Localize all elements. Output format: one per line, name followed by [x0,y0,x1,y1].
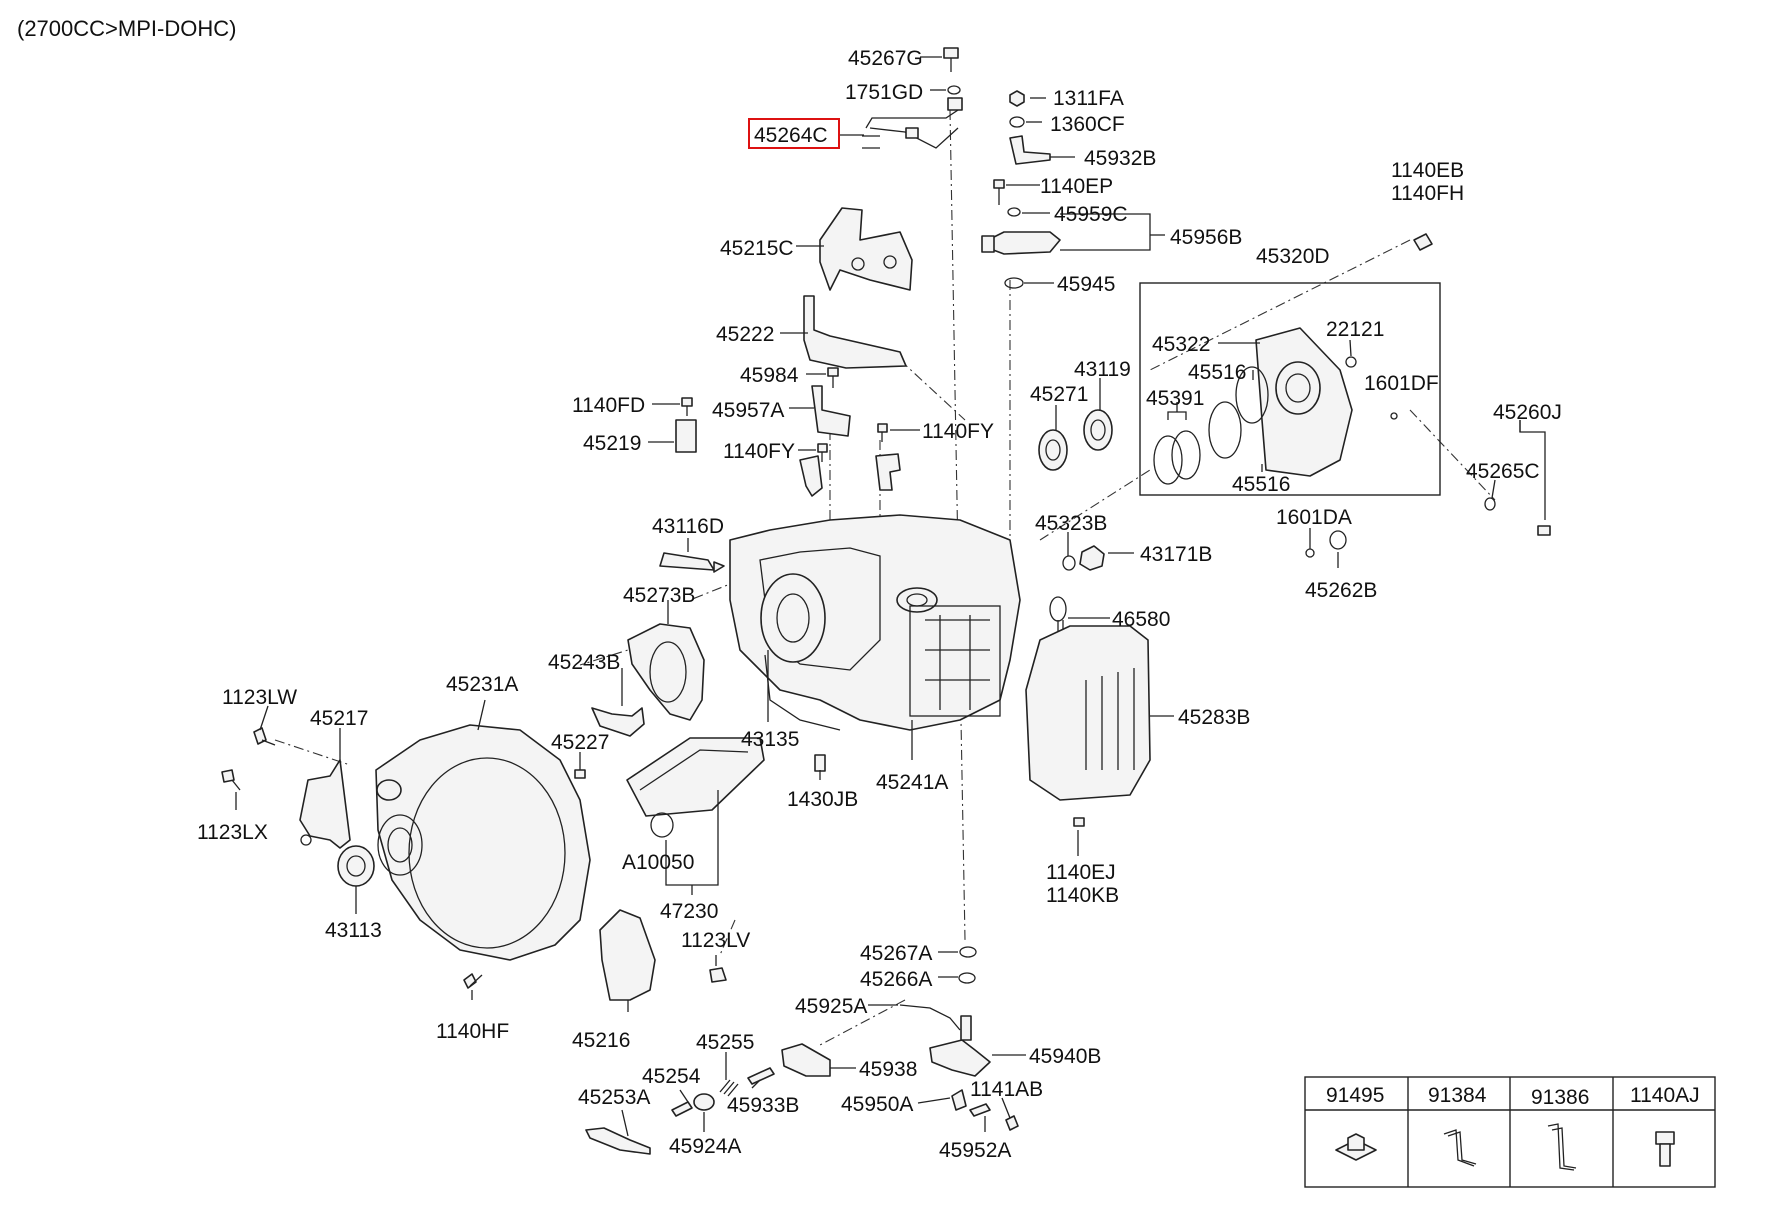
part-label[interactable]: 43113 [325,919,382,942]
part-label[interactable]: 45320D [1256,245,1330,268]
part-label[interactable]: 45219 [583,432,641,455]
bolt-icon [1655,1131,1675,1167]
part-label[interactable]: 1140EP [1040,175,1113,198]
part-label[interactable]: 1123LV [681,929,750,952]
part-label[interactable]: 45959C [1054,203,1128,226]
part-label[interactable]: 1601DF [1364,372,1439,395]
part-label[interactable]: 1360CF [1050,113,1125,136]
part-label[interactable]: 43135 [741,728,799,751]
part-label[interactable]: 1140FD [572,394,645,417]
part-label[interactable]: 45253A [578,1086,650,1109]
hardware-legend-table: 91495 91384 91386 1140AJ [1304,1076,1716,1188]
part-label[interactable]: 45217 [310,707,368,730]
part-label[interactable]: 45516 [1232,473,1290,496]
part-label[interactable]: 1141AB [970,1078,1043,1101]
part-label[interactable]: 43116D [652,515,724,538]
part-label[interactable]: 45925A [795,995,867,1018]
part-label[interactable]: 45260J [1493,401,1562,424]
part-label[interactable]: 45262B [1305,579,1377,602]
part-label[interactable]: 45950A [841,1093,913,1116]
part-label[interactable]: 1140FY [723,440,795,463]
part-label[interactable]: 45322 [1152,333,1210,356]
legend-header[interactable]: 1140AJ [1630,1084,1700,1107]
part-labels: 45267G 1751GD 45264C 1311FA 1360CF 45932… [197,47,1562,1162]
part-label[interactable]: 45945 [1057,273,1115,296]
part-label[interactable]: 45940B [1029,1045,1101,1068]
part-label[interactable]: 45216 [572,1029,630,1052]
part-label[interactable]: 45267G [848,47,923,70]
legend-header[interactable]: 91384 [1428,1084,1487,1107]
part-label[interactable]: 1123LX [197,821,268,844]
part-label[interactable]: 45243B [548,651,620,674]
part-label[interactable]: 45267A [860,942,932,965]
part-label[interactable]: 45924A [669,1135,741,1158]
part-label[interactable]: 22121 [1326,318,1384,341]
part-label[interactable]: 1140EB [1391,159,1464,182]
part-label[interactable]: 45241A [876,771,948,794]
part-label[interactable]: 45952A [939,1139,1011,1162]
part-label[interactable]: 1140HF [436,1020,509,1043]
part-label[interactable]: 45215C [720,237,794,260]
part-label[interactable]: 1430JB [787,788,858,811]
legend-header[interactable]: 91386 [1531,1086,1589,1109]
part-glyphs [221,47,1551,1155]
part-label[interactable]: 45266A [860,968,932,991]
part-label[interactable]: 1140FH [1391,182,1464,205]
part-label[interactable]: 45255 [696,1031,754,1054]
part-label[interactable]: 45391 [1146,387,1204,410]
part-label[interactable]: 45957A [712,399,784,422]
part-label[interactable]: 45323B [1035,512,1107,535]
part-label[interactable]: 43171B [1140,543,1212,566]
part-label[interactable]: 1601DA [1276,506,1352,529]
part-label[interactable]: 1140KB [1046,884,1119,907]
part-label[interactable]: 45933B [727,1094,799,1117]
part-label[interactable]: 45265C [1466,460,1540,483]
legend-header[interactable]: 91495 [1326,1084,1384,1107]
part-label[interactable]: A10050 [622,851,694,874]
part-label[interactable]: 45222 [716,323,774,346]
engine-spec-title: (2700CC>MPI-DOHC) [17,16,236,41]
leader-lines [235,56,1546,1137]
part-label[interactable]: 45227 [551,731,609,754]
highlight-box-45264C [748,118,840,149]
bracket-clip-icon [1335,1133,1377,1161]
long-bracket-icon [1547,1123,1577,1171]
part-label[interactable]: 46580 [1112,608,1170,631]
part-label[interactable]: 1311FA [1053,87,1124,110]
part-label[interactable]: 1123LW [222,686,297,709]
part-label[interactable]: 45231A [446,673,518,696]
highlighted-part-label[interactable]: 45264C [754,124,828,147]
part-label[interactable]: 45516 [1188,361,1246,384]
z-bracket-icon [1443,1129,1477,1167]
part-label[interactable]: 45271 [1030,383,1088,406]
part-label[interactable]: 45956B [1170,226,1242,249]
part-label[interactable]: 1140FY [922,420,994,443]
part-label[interactable]: 45273B [623,584,695,607]
part-label[interactable]: 1140EJ [1046,861,1116,884]
part-label[interactable]: 43119 [1074,358,1131,381]
part-label[interactable]: 1751GD [845,81,923,104]
part-label[interactable]: 45938 [859,1058,917,1081]
part-label[interactable]: 47230 [660,900,718,923]
part-label[interactable]: 45932B [1084,147,1156,170]
part-label[interactable]: 45984 [740,364,799,387]
part-label[interactable]: 45254 [642,1065,701,1088]
part-label[interactable]: 45283B [1178,706,1250,729]
